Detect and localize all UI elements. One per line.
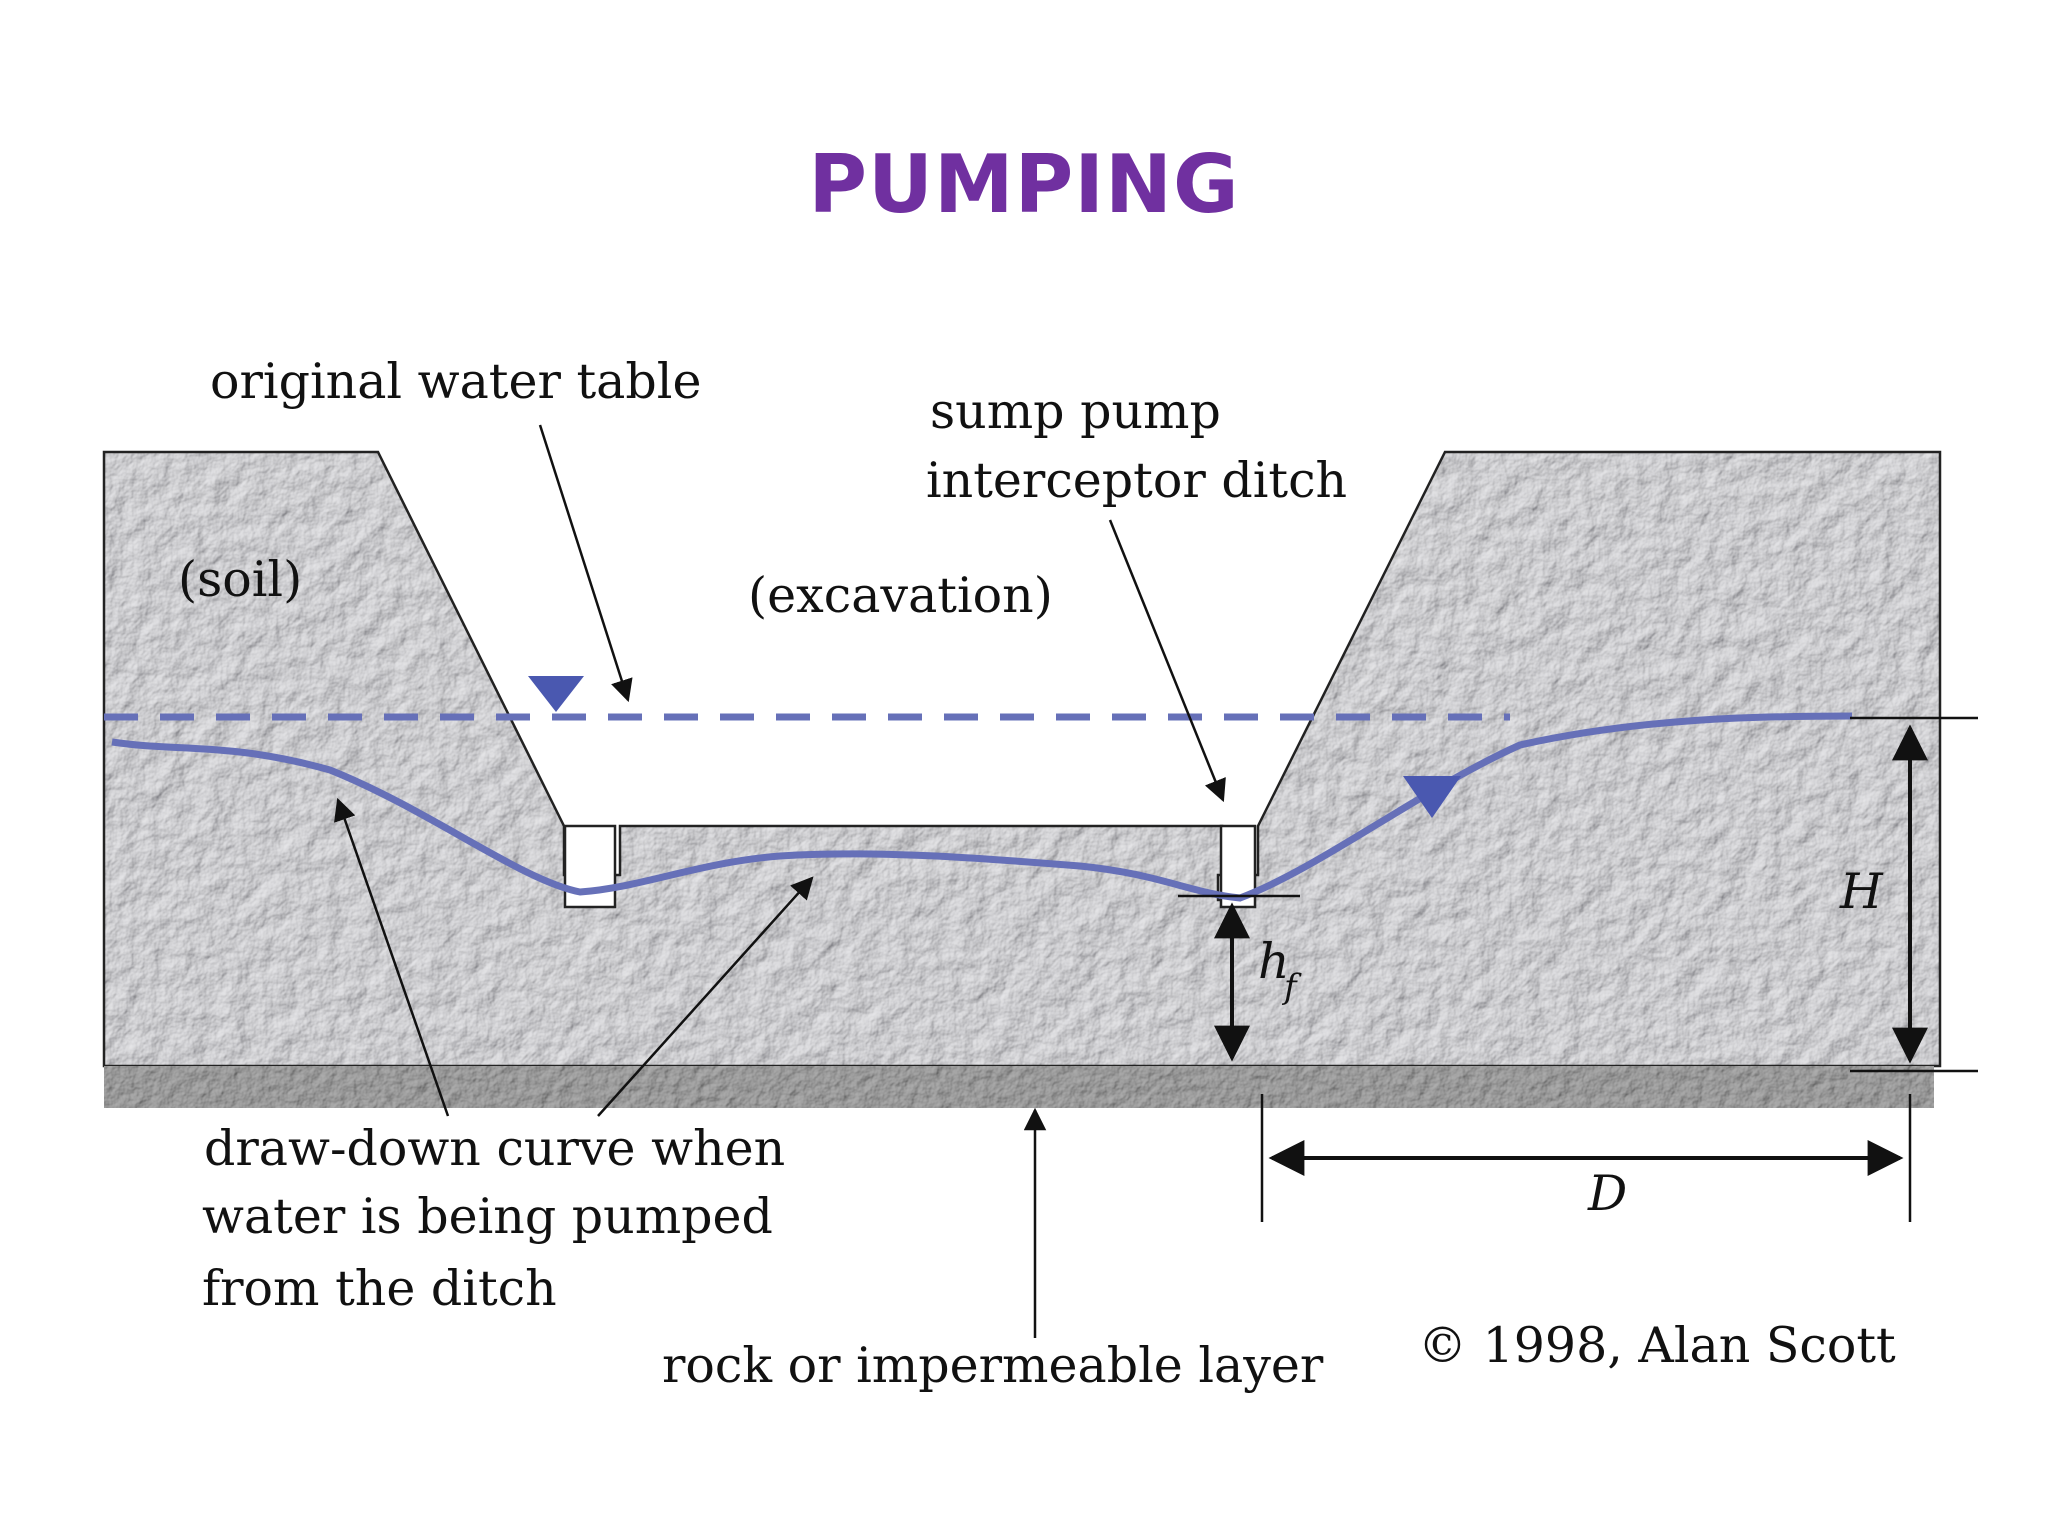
copyright-notice: © 1998, Alan Scott xyxy=(1418,1317,1896,1374)
leader-drawdown-center xyxy=(597,876,814,1117)
leader-sump-pump xyxy=(1108,519,1226,803)
label-drawdown-line1: draw-down curve when xyxy=(204,1120,785,1177)
soil-body xyxy=(102,450,1942,1068)
leader-original-water-table xyxy=(538,424,633,703)
dimension-H xyxy=(1850,716,1978,1073)
slide-title: PUMPING xyxy=(808,138,1240,231)
water-table-marker-left xyxy=(528,676,584,712)
label-interceptor-ditch: interceptor ditch xyxy=(926,452,1347,509)
label-excavation: (excavation) xyxy=(748,567,1053,624)
label-rock-layer: rock or impermeable layer xyxy=(662,1337,1324,1394)
label-sump-pump: sump pump xyxy=(930,383,1221,440)
rock-layer xyxy=(104,1066,1934,1108)
left-ditch xyxy=(563,824,617,909)
drawdown-curve xyxy=(111,712,1853,902)
label-dimension-D: D xyxy=(1587,1165,1627,1222)
label-dimension-H: H xyxy=(1839,863,1884,920)
label-drawdown-line2: water is being pumped xyxy=(202,1188,773,1245)
leader-drawdown-left xyxy=(334,797,450,1117)
label-drawdown-line3: from the ditch xyxy=(202,1260,557,1317)
water-table-marker-right xyxy=(1403,776,1461,818)
label-dimension-h: h xyxy=(1258,933,1290,990)
label-soil: (soil) xyxy=(178,551,302,608)
dimension-hf xyxy=(1178,894,1300,1062)
label-original-water-table: original water table xyxy=(210,353,701,410)
dimension-D xyxy=(1260,1094,1912,1222)
